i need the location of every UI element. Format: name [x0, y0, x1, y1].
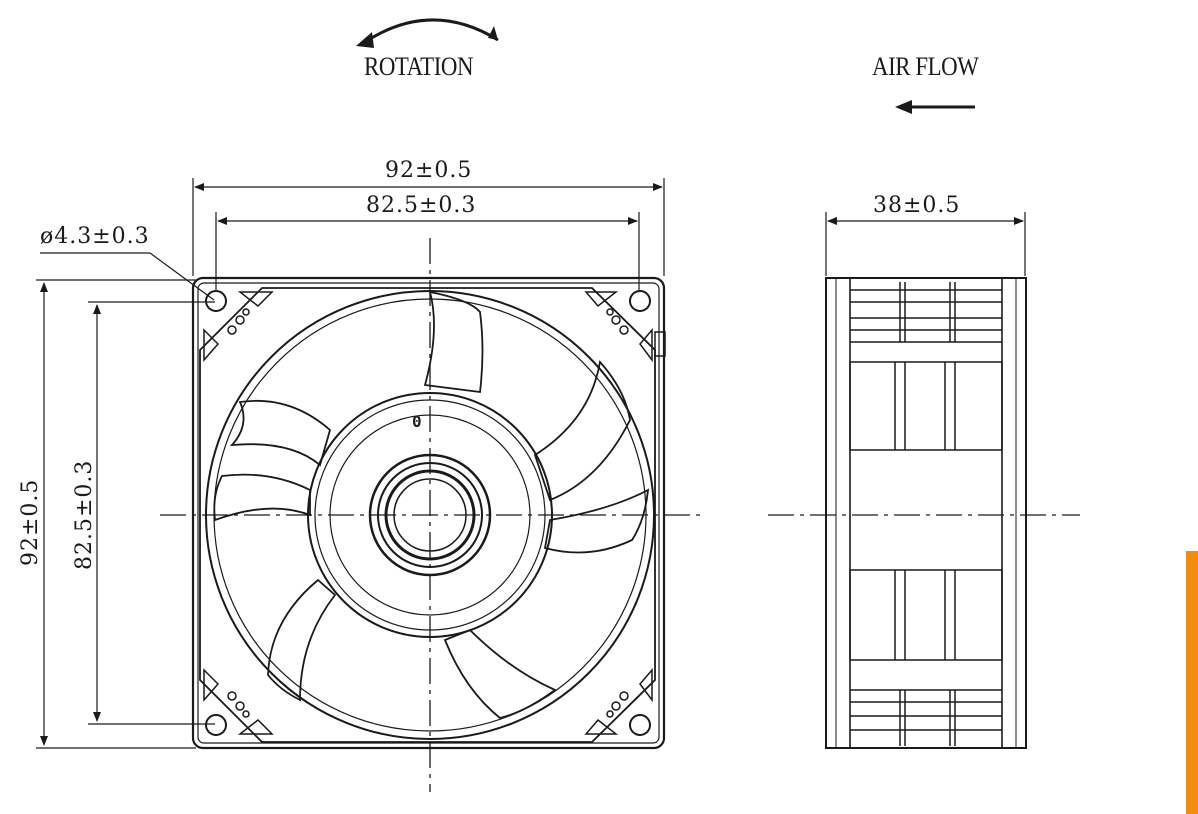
hole-spacing-width-dimension: 82.5±0.3 [366, 193, 477, 218]
rotation-arrow-icon [356, 18, 499, 48]
front-view [36, 178, 700, 792]
overall-height-dimension: 92±0.5 [18, 478, 43, 566]
rotation-label: ROTATION [364, 52, 474, 81]
overall-width-dimension: 92±0.5 [385, 158, 473, 183]
air-flow-arrow-icon [895, 100, 975, 114]
side-view [768, 212, 1080, 749]
hub-marking: 0 [412, 412, 422, 431]
depth-dimension: 38±0.5 [873, 193, 961, 218]
hole-diameter-dimension: ø4.3±0.3 [40, 224, 150, 249]
air-flow-label: AIR FLOW [872, 52, 979, 81]
side-accent-tab [1186, 551, 1198, 814]
hole-spacing-height-dimension: 82.5±0.3 [72, 459, 97, 570]
